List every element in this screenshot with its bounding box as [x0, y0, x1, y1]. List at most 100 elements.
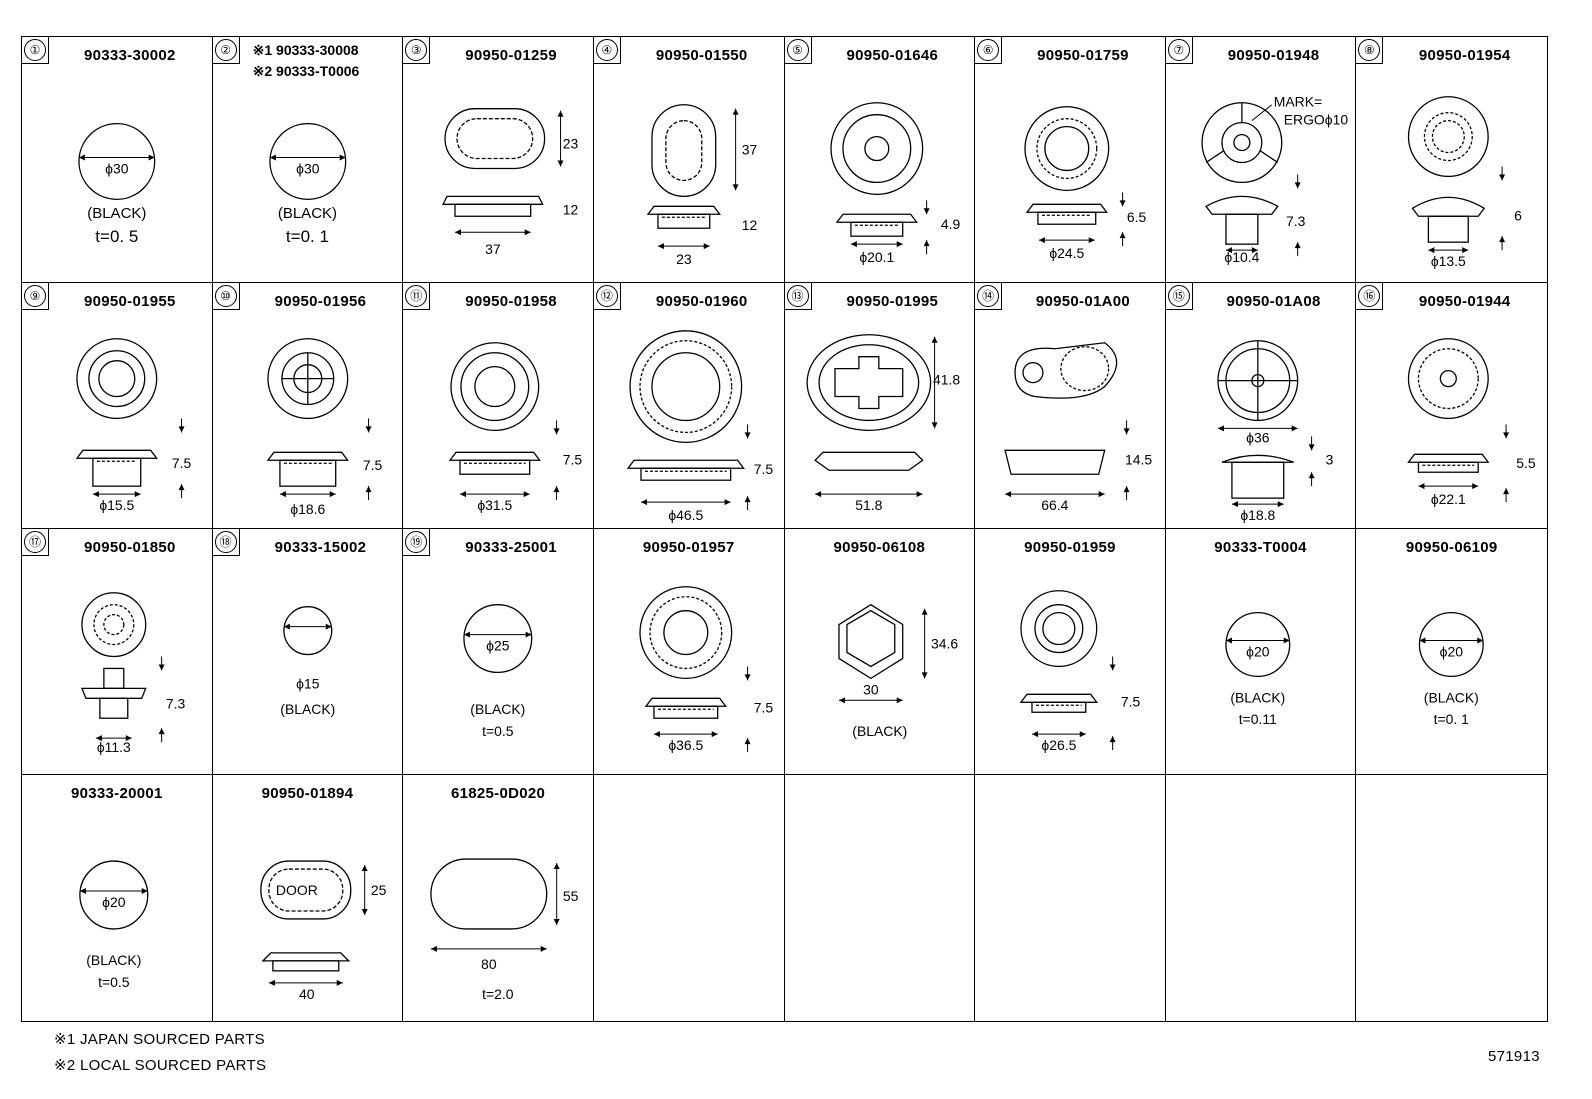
arrowhead	[711, 731, 718, 738]
grommet-body	[1428, 215, 1470, 243]
grommet-outline	[639, 586, 733, 680]
part-number: 90950-01954	[1418, 47, 1511, 64]
arrowhead	[553, 918, 560, 925]
arrowhead	[158, 664, 165, 671]
item-number-label: ⑦	[1167, 39, 1190, 61]
arrowhead	[1251, 247, 1258, 254]
item-number: ①	[22, 37, 49, 64]
thickness-note: t=0.5	[98, 974, 130, 990]
hexagon-outline	[837, 603, 903, 680]
grommet-outline	[649, 596, 723, 670]
mark-note: MARK=	[1274, 94, 1322, 110]
diameter-label: ϕ30	[296, 160, 320, 176]
arrowhead	[553, 486, 560, 493]
part-number: 90950-01646	[846, 47, 939, 64]
arrowhead	[1119, 232, 1126, 239]
arrowhead	[724, 499, 731, 506]
arrowhead	[158, 728, 165, 735]
part-number: 90950-01956	[274, 293, 367, 310]
part-number: 90950-01957	[642, 539, 735, 556]
part-drawing: ϕ30	[268, 122, 346, 200]
rib	[1259, 149, 1278, 164]
arrowhead	[1039, 237, 1046, 244]
part-number: 90950-01944	[1418, 293, 1511, 310]
diameter-label: ϕ15	[296, 675, 320, 691]
part-number: 90950-06108	[833, 539, 926, 556]
item-number: ⑬	[784, 283, 812, 310]
part-number: 90950-01759	[1037, 47, 1129, 64]
grommet-outline	[81, 592, 147, 658]
item-number-label: ⑮	[1167, 285, 1190, 307]
part-drawing: 34.630(BLACK)	[837, 603, 958, 739]
grommet-flange	[835, 213, 918, 223]
grommet-flange	[1025, 203, 1109, 213]
item-number-label: ⑤	[786, 39, 809, 61]
height-label: 4.9	[940, 216, 960, 232]
part-number: 90950-01550	[655, 47, 748, 64]
grommet-flange	[1407, 453, 1490, 463]
diameter-label: ϕ20	[1246, 643, 1270, 659]
diameter-label: ϕ25	[486, 638, 510, 654]
plug-disc	[79, 860, 149, 930]
arrowhead	[141, 888, 148, 895]
grommet-outline	[651, 352, 721, 422]
arrowhead	[923, 208, 930, 215]
grommet-body	[99, 697, 129, 719]
item-number-label: ⑫	[595, 285, 618, 307]
part-number: 90333-15002	[274, 539, 367, 556]
plug-disc	[1419, 612, 1485, 678]
grommet-outline	[1044, 125, 1090, 172]
arrowhead	[1225, 247, 1232, 254]
arrowhead	[1418, 483, 1425, 490]
item-number: ⑯	[1356, 283, 1384, 310]
diameter-label: ϕ18.6	[290, 501, 325, 517]
grommet-outline	[1440, 369, 1458, 388]
part-number: 90333-T0004	[1214, 539, 1307, 556]
arrowhead	[79, 888, 86, 895]
arrowhead	[460, 491, 467, 498]
grommet-body	[278, 459, 336, 487]
diameter-label: ϕ11.3	[97, 739, 131, 755]
arrowhead	[1005, 491, 1012, 498]
grommet-flange	[80, 687, 147, 699]
grommet-outline	[1432, 120, 1466, 154]
item-number-label: ⑧	[1358, 39, 1381, 61]
item-number: ⑨	[22, 283, 49, 310]
arrowhead	[1503, 488, 1510, 495]
arrowhead	[850, 241, 857, 248]
arrowhead	[365, 426, 372, 433]
plug-outline	[430, 858, 548, 930]
arrowhead	[361, 865, 368, 872]
item-number: ⑦	[1165, 37, 1193, 64]
grommet-body	[454, 203, 532, 217]
grommet-outline	[1024, 106, 1110, 192]
width-label: 37	[485, 241, 501, 257]
arrowhead	[1277, 501, 1284, 508]
arrowhead	[732, 108, 739, 115]
grommet-outline	[1408, 338, 1490, 420]
grommet-outline	[1424, 112, 1474, 162]
part-number: 90950-06109	[1405, 539, 1498, 556]
grommet-outline	[1036, 118, 1098, 180]
arrowhead	[1503, 432, 1510, 439]
item-number: ⑲	[403, 529, 431, 556]
part-number-pair: ※1 90333-30008※2 90333-T0006	[253, 40, 401, 82]
arrowhead	[365, 486, 372, 493]
height-label: 55	[563, 888, 579, 904]
